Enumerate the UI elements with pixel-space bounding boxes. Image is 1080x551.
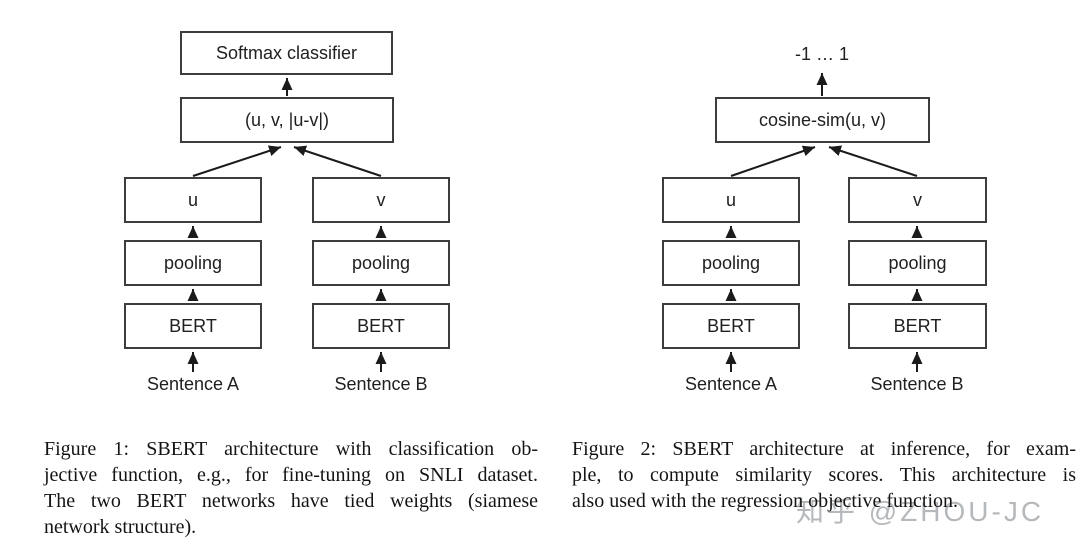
fig2-bert-b-node: BERT bbox=[848, 303, 987, 349]
fig1-softmax-classifier-node: Softmax classifier bbox=[180, 31, 393, 75]
fig1-u-node: u bbox=[124, 177, 262, 223]
fig2-u-node: u bbox=[662, 177, 800, 223]
watermark: 知乎 @ZHOU-JC bbox=[796, 496, 1045, 527]
fig1-concat-node: (u, v, |u-v|) bbox=[180, 97, 394, 143]
figure1-caption-line: The two BERT networks have tied weights … bbox=[44, 490, 538, 512]
figure1-caption-line: jective function, e.g., for fine-tuning … bbox=[44, 464, 538, 486]
fig1-arrow-u-to-concat bbox=[192, 145, 282, 177]
figure2-caption-line: Figure 2: SBERT architecture at inferenc… bbox=[572, 438, 1076, 460]
fig2-bert-a-node: BERT bbox=[662, 303, 800, 349]
fig2-output-range-label: -1 … 1 bbox=[794, 44, 850, 64]
figure1-caption-line: Figure 1: SBERT architecture with classi… bbox=[44, 438, 538, 460]
fig1-bert-b-node: BERT bbox=[312, 303, 450, 349]
fig2-pooling-a-node: pooling bbox=[662, 240, 800, 286]
fig1-v-node: v bbox=[312, 177, 450, 223]
fig2-pooling-b-node: pooling bbox=[848, 240, 987, 286]
fig1-sentence-b-label: Sentence B bbox=[334, 374, 428, 394]
fig2-arrow-u-to-cosine bbox=[730, 145, 816, 177]
fig1-pooling-a-node: pooling bbox=[124, 240, 262, 286]
fig2-v-node: v bbox=[848, 177, 987, 223]
fig2-cosine-sim-node: cosine-sim(u, v) bbox=[715, 97, 930, 143]
fig1-pooling-b-node: pooling bbox=[312, 240, 450, 286]
figure1-caption: Figure 1: SBERT architecture with classi… bbox=[44, 436, 538, 540]
fig2-sentence-b-label: Sentence B bbox=[870, 374, 964, 394]
fig1-sentence-a-label: Sentence A bbox=[146, 374, 240, 394]
fig2-sentence-a-label: Sentence A bbox=[684, 374, 778, 394]
fig1-bert-a-node: BERT bbox=[124, 303, 262, 349]
figure2-caption: Figure 2: SBERT architecture at inferenc… bbox=[572, 436, 1076, 514]
fig2-arrow-v-to-cosine bbox=[828, 145, 918, 177]
figure2-caption-line: also used with the regression objective … bbox=[572, 490, 959, 512]
figure2-caption-line: ple, to compute similarity scores. This … bbox=[572, 464, 1076, 486]
fig1-arrow-v-to-concat bbox=[293, 145, 382, 177]
figure1-caption-line: network structure). bbox=[44, 516, 197, 538]
